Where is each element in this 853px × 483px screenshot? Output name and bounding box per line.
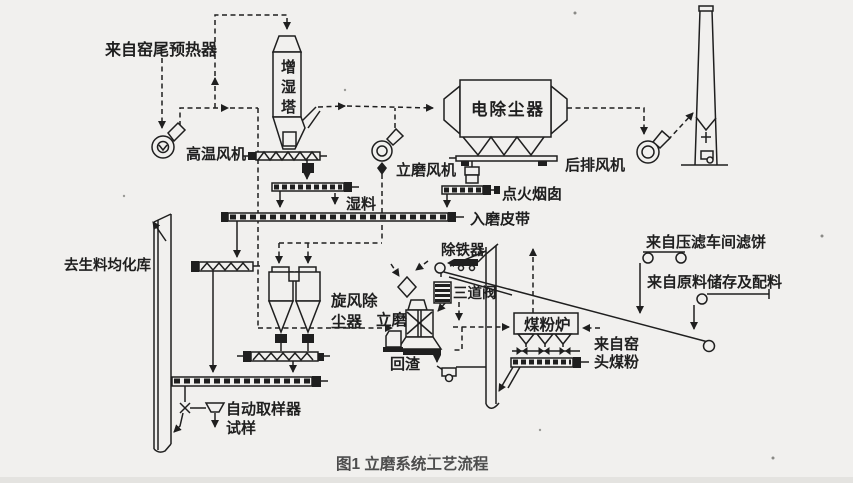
iron-remover-unit [447, 254, 486, 272]
label-wet-material: 湿料 [346, 195, 376, 213]
esp-dust-screw-conveyor [441, 185, 500, 195]
label-three-way-valve: 三道阀 [453, 284, 497, 302]
material-lines [152, 157, 770, 433]
filter-cake-feeder [642, 252, 687, 264]
belt-tail-pulley [702, 339, 716, 353]
figure-caption: 图1 立磨系统工艺流程 [336, 454, 489, 473]
residue-trolley [436, 365, 457, 383]
coal-powder-furnace [512, 312, 580, 355]
label-from-kiln-head-1: 来自窑 [593, 335, 639, 353]
label-iron-remover: 除铁器 [441, 241, 485, 259]
label-cyclone-2: 尘器 [331, 313, 363, 331]
chimney [681, 5, 728, 166]
auto-sampler-funnel [204, 402, 226, 413]
label-coal-furnace: 煤粉炉 [524, 315, 571, 334]
cyclone-dust-collectors [267, 266, 322, 343]
electrostatic-precipitator [443, 79, 568, 184]
label-high-temp-fan: 高温风机 [186, 145, 246, 163]
label-to-homogenizing-silo: 去生料均化库 [64, 256, 151, 274]
label-sample: 试样 [226, 419, 256, 437]
label-mill-fan: 立磨风机 [396, 161, 456, 179]
high-temp-fan-icon [151, 121, 187, 159]
vertical-mill [383, 275, 448, 355]
label-from-filter-press: 来自压滤车间滤饼 [645, 233, 766, 251]
raw-meal-bucket-elevator [153, 213, 172, 453]
residue-bucket-elevator [484, 243, 500, 409]
tower-discharge-screw-conveyor [243, 150, 327, 173]
label-rear-exhaust-fan: 后排风机 [565, 156, 625, 174]
label-from-raw-storage: 来自原料储存及配料 [646, 273, 782, 291]
rear-exhaust-fan-icon [636, 129, 672, 164]
label-ignition-stack: 点火烟囱 [502, 185, 562, 203]
label-from-kiln-head-2: 头煤粉 [594, 353, 639, 371]
label-from-preheater: 来自窑尾预热器 [104, 40, 218, 59]
reject-screw-conveyor [191, 261, 260, 272]
wet-material-screw-conveyor [271, 182, 359, 192]
label-auto-sampler: 自动取样器 [226, 400, 302, 418]
humidifying-tower [271, 35, 321, 150]
diagram-labels: 来自窑尾预热器 高温风机 增湿塔 电除尘器 立磨风机 后排风机 点火烟囱 湿料 … [64, 40, 782, 473]
raw-storage-feeder [696, 293, 708, 305]
three-way-valve [433, 281, 452, 304]
label-cyclone-1: 旋风除 [330, 291, 378, 310]
label-esp: 电除尘器 [471, 99, 545, 119]
cyclone-discharge-screw-conveyor [237, 351, 330, 362]
mill-feed-belt-conveyor [221, 212, 464, 222]
label-mill-feed-belt: 入磨皮带 [470, 210, 530, 228]
gas-duct-lines [158, 14, 694, 351]
coal-feeder-conveyor [510, 357, 589, 368]
scan-artifacts [0, 11, 853, 483]
label-return-residue: 回渣 [390, 355, 421, 373]
label-humidifying-tower: 增湿塔 [279, 58, 296, 119]
mill-fan-icon [371, 127, 405, 175]
product-belt-conveyor [171, 376, 328, 387]
belt-head-pulley [434, 262, 446, 274]
label-vertical-mill: 立磨 [376, 310, 408, 329]
